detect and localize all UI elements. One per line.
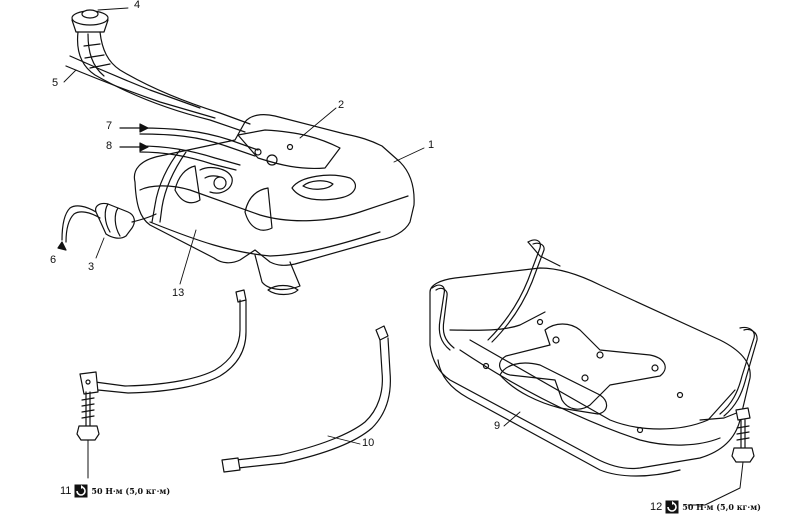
callout-13: 13 [172,287,185,299]
callout-10: 10 [362,437,375,449]
leader-lines [63,7,521,445]
torque-value-left: 50 Н·м (5,0 кг·м) [91,486,171,496]
fuel-lines [139,127,259,223]
bolt-right [687,419,755,506]
torque-spec-left: 11 50 Н·м (5,0 кг·м) [60,484,170,498]
tank-strap-lower [221,325,391,473]
fuel-tank [133,114,415,296]
protection-plate [429,239,758,477]
callout-12: 12 [650,500,663,513]
callout-3: 3 [88,261,95,273]
callout-8: 8 [106,140,113,152]
torque-value-right: 50 Н·м (5,0 кг·м) [682,502,761,512]
callout-9: 9 [494,420,501,432]
torque-wrench-icon [665,500,679,514]
bolt-left [76,391,100,479]
torque-wrench-icon [74,484,88,498]
tank-strap-upper [79,289,247,395]
callout-6: 6 [50,254,57,266]
callout-4: 4 [134,0,141,11]
callout-2: 2 [338,99,345,111]
fuel-filter [61,202,157,243]
torque-spec-right: 12 50 Н·м (5,0 кг·м) [650,500,761,514]
callout-1: 1 [428,139,435,151]
filler-neck [65,9,251,133]
callout-7: 7 [106,120,113,132]
flow-arrow-icon [57,123,149,251]
callout-11: 11 [60,484,72,497]
callout-5: 5 [52,77,59,89]
